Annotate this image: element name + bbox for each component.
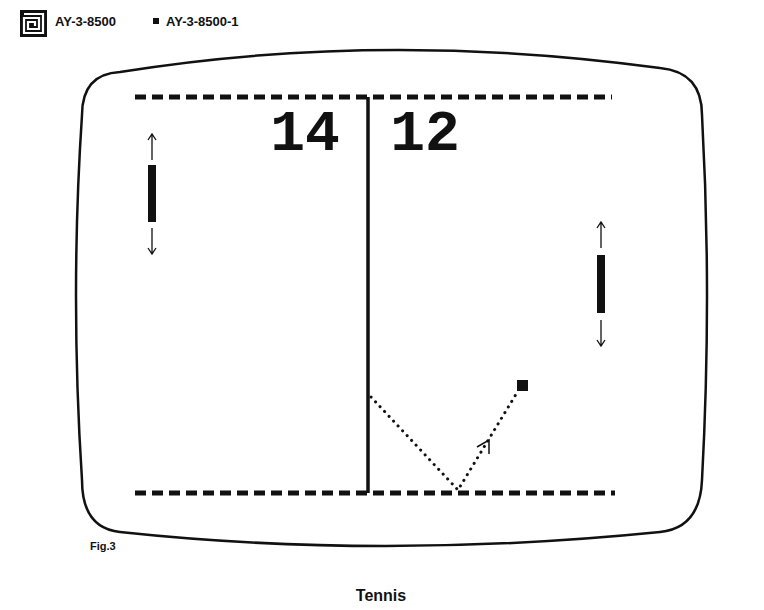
ball (517, 380, 528, 391)
net (366, 97, 370, 493)
motion-arrows (148, 134, 605, 346)
direction-arrow (477, 440, 489, 454)
score: 12 (390, 106, 460, 164)
ball-trajectory (371, 391, 518, 490)
bottom-boundary (135, 491, 615, 496)
chip-label: AY-3-8500-1 (166, 15, 239, 28)
figure-number: Fig.3 (90, 541, 116, 552)
tv-screen (76, 50, 707, 546)
chip-label: AY-3-8500 (55, 15, 116, 28)
caption: Tennis (356, 588, 406, 604)
top-boundary (135, 95, 612, 100)
left-paddle (148, 165, 156, 222)
score: 14 (270, 106, 340, 164)
gi-logo (20, 10, 47, 37)
separator-square (153, 18, 159, 24)
right-paddle (597, 255, 605, 313)
